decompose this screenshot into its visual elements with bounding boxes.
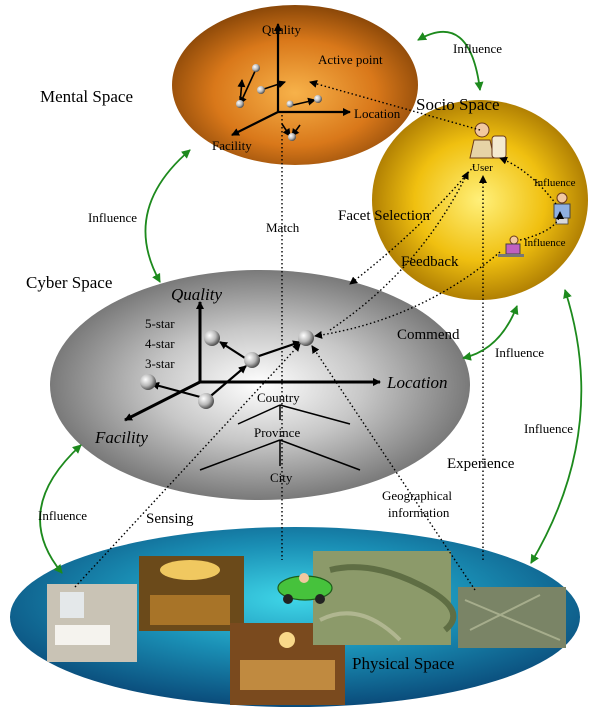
experience-label: Experience: [447, 456, 515, 472]
cyber-point: [140, 374, 156, 390]
cyber-quality-label: Quality: [171, 285, 222, 304]
province-label: Province: [254, 425, 300, 440]
cyber-point: [204, 330, 220, 346]
commend-label: Commend: [397, 327, 460, 343]
cyber-facility-label: Facility: [94, 428, 148, 447]
feedback-label: Feedback: [401, 254, 459, 270]
star3-label: 3-star: [145, 356, 175, 371]
cyber-point: [298, 330, 314, 346]
mental-points-links: [237, 68, 316, 137]
socio-space-title: Socio Space: [416, 95, 500, 114]
mental-point: [288, 133, 296, 141]
mental-facility-label: Facility: [212, 138, 252, 153]
car-icon: [277, 573, 333, 604]
cyber-point: [244, 352, 260, 368]
user-figure-icon: [469, 122, 507, 159]
city-aerial-photo: [458, 587, 566, 648]
mental-point: [252, 64, 260, 72]
cyber-location-label: Location: [386, 373, 447, 392]
mental-quality-label: Quality: [262, 22, 301, 37]
computer-user-icon: [498, 235, 524, 257]
cyber-points-links: [151, 340, 301, 401]
star4-label: 4-star: [145, 336, 175, 351]
mental-location-label: Location: [354, 106, 401, 121]
mental-points: [236, 64, 322, 141]
mental-space-ellipse: [172, 5, 418, 165]
sensing-label: Sensing: [146, 511, 194, 527]
mental-point: [257, 86, 265, 94]
star5-label: 5-star: [145, 316, 175, 331]
influence-mid-label: Influence: [495, 345, 544, 360]
influence-left-label: Influence: [88, 210, 137, 225]
cyber-points: [140, 330, 314, 409]
socio-influence-label-a: Influence: [534, 177, 576, 189]
influence-bottom-left-label: Influence: [38, 508, 87, 523]
mental-point: [314, 95, 322, 103]
cyber-space-title: Cyber Space: [26, 273, 112, 292]
cyber-axes: [124, 301, 381, 422]
influence-top-label: Influence: [453, 41, 502, 56]
city-label: City: [270, 470, 293, 485]
mental-axes: [231, 23, 351, 136]
match-label: Match: [266, 220, 300, 235]
influence-right-label: Influence: [524, 421, 573, 436]
user-label: User: [472, 162, 493, 174]
physical-photos: [47, 551, 566, 705]
satellite-map-photo: [313, 551, 457, 645]
green-influence-arrows: [39, 30, 583, 574]
cyber-space-ellipse: [50, 270, 470, 500]
geo-info-line1: Geographical: [382, 488, 452, 503]
socio-dotted-arrows: [499, 156, 564, 241]
mental-active-point-label: Active point: [318, 52, 383, 67]
country-label: Country: [257, 390, 300, 405]
physical-space-title: Physical Space: [352, 654, 454, 673]
geo-hierarchy-lines: [199, 404, 361, 471]
socio-space-ellipse: [372, 100, 588, 300]
socio-influence-label-b: Influence: [524, 237, 566, 249]
mental-point: [236, 100, 244, 108]
mental-space-title: Mental Space: [40, 87, 133, 106]
dotted-relations: [74, 80, 501, 591]
geo-info-line2: information: [388, 505, 450, 520]
hotel-lobby-photo: [139, 556, 244, 631]
hotel-room-photo: [47, 584, 137, 662]
facet-selection-label: Facet Selection: [338, 208, 431, 224]
cyber-point: [198, 393, 214, 409]
mental-point: [286, 100, 294, 108]
